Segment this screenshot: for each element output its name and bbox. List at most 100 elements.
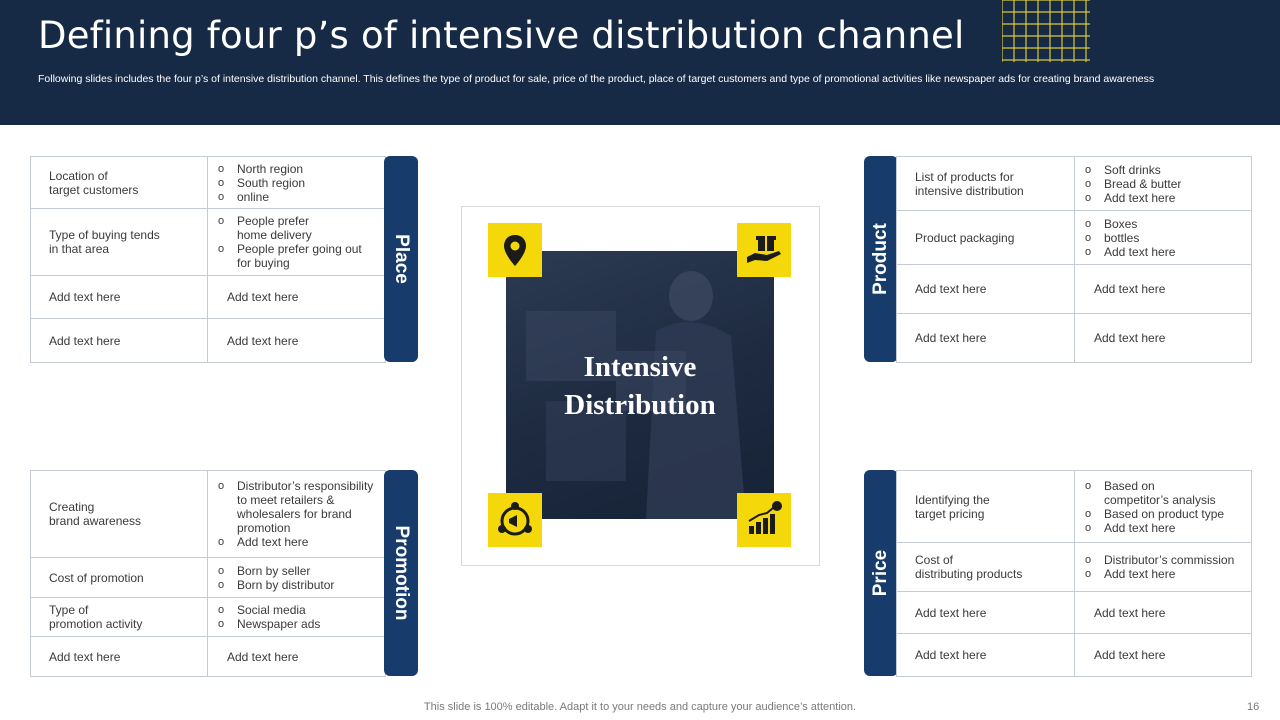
place-icon-box (488, 223, 542, 277)
bullet-list: Born by seller Born by distributor (218, 564, 385, 592)
bullet-list: Social media Newspaper ads (218, 603, 385, 631)
table-label: Product packaging (896, 210, 1075, 265)
list-item: South region (218, 176, 385, 190)
list-item: Born by distributor (218, 578, 385, 592)
table-cell: Add text here (207, 275, 386, 319)
promotion-icon-box (488, 493, 542, 547)
slide-title: Defining four p’s of intensive distribut… (38, 14, 965, 57)
table-label: Add text here (896, 313, 1075, 363)
list-item: North region (218, 162, 385, 176)
list-item: Add text here (218, 535, 385, 549)
table-row: Add text here Add text here (30, 318, 386, 363)
promotion-tab-label: Promotion (391, 525, 412, 621)
table-cell: Add text here (1074, 633, 1252, 677)
grid-decoration (1002, 0, 1090, 62)
bullet-list: Distributor’s commission Add text here (1085, 553, 1251, 581)
footer-note: This slide is 100% editable. Adapt it to… (423, 701, 857, 713)
list-item: Bread & butter (1085, 177, 1251, 191)
table-label: Add text here (896, 264, 1075, 314)
list-item: Distributor’s commission (1085, 553, 1251, 567)
product-tab-label: Product (870, 223, 891, 295)
center-title-line1: Intensive (583, 351, 697, 383)
place-tab: Place (384, 156, 418, 362)
table-label: Cost of promotion (30, 557, 208, 598)
list-item: Born by seller (218, 564, 385, 578)
product-icon-box (737, 223, 791, 277)
table-row: Add text here Add text here (896, 633, 1252, 677)
table-row: Product packaging Boxes bottles Add text… (896, 210, 1252, 265)
list-item: bottles (1085, 231, 1251, 245)
product-tab: Product (864, 156, 898, 362)
list-item: Add text here (1085, 245, 1251, 259)
list-item: Based on product type (1085, 507, 1251, 521)
gift-in-hand-icon (747, 236, 781, 263)
table-row: Add text here Add text here (896, 313, 1252, 363)
price-tab: Price (864, 470, 898, 676)
list-item: Newspaper ads (218, 617, 385, 631)
growth-chart-icon (748, 501, 782, 534)
bullet-list: North region South region online (218, 162, 385, 204)
table-row: Add text here Add text here (30, 636, 386, 677)
photo-silhouette (526, 271, 746, 519)
list-item: Social media (218, 603, 385, 617)
table-row: Cost of promotion Born by seller Born by… (30, 557, 386, 598)
list-item: Add text here (1085, 521, 1251, 535)
table-label: Add text here (896, 591, 1075, 634)
table-row: Add text here Add text here (30, 275, 386, 319)
center-title: Intensive Distribution (506, 348, 774, 424)
table-cell: Add text here (1074, 591, 1252, 634)
table-label: Add text here (30, 318, 208, 363)
list-item: Soft drinks (1085, 163, 1251, 177)
header-banner: Defining four p’s of intensive distribut… (0, 0, 1280, 125)
megaphone-people-icon (498, 502, 532, 536)
warehouse-photo (506, 251, 774, 519)
list-item: Add text here (1085, 567, 1251, 581)
place-tab-label: Place (391, 234, 412, 284)
location-pin-icon (504, 235, 526, 266)
list-item: Add text here (1085, 191, 1251, 205)
center-title-line2: Distribution (564, 389, 716, 421)
table-label: Add text here (896, 633, 1075, 677)
page-number: 16 (1247, 701, 1260, 713)
table-cell: Add text here (207, 636, 386, 677)
price-tab-label: Price (870, 549, 891, 597)
bullet-list: Boxes bottles Add text here (1085, 217, 1251, 259)
price-icon-box (737, 493, 791, 547)
table-cell: Add text here (1074, 264, 1252, 314)
slide-subtitle: Following slides includes the four p’s o… (38, 73, 1155, 85)
table-cell: Add text here (1074, 313, 1252, 363)
bullet-list: Soft drinks Bread & butter Add text here (1085, 163, 1251, 205)
table-label: Add text here (30, 275, 208, 319)
list-item: online (218, 190, 385, 204)
table-row: Add text here Add text here (896, 264, 1252, 314)
table-row: Add text here Add text here (896, 591, 1252, 634)
promotion-tab: Promotion (384, 470, 418, 676)
table-label: Add text here (30, 636, 208, 677)
list-item: Boxes (1085, 217, 1251, 231)
